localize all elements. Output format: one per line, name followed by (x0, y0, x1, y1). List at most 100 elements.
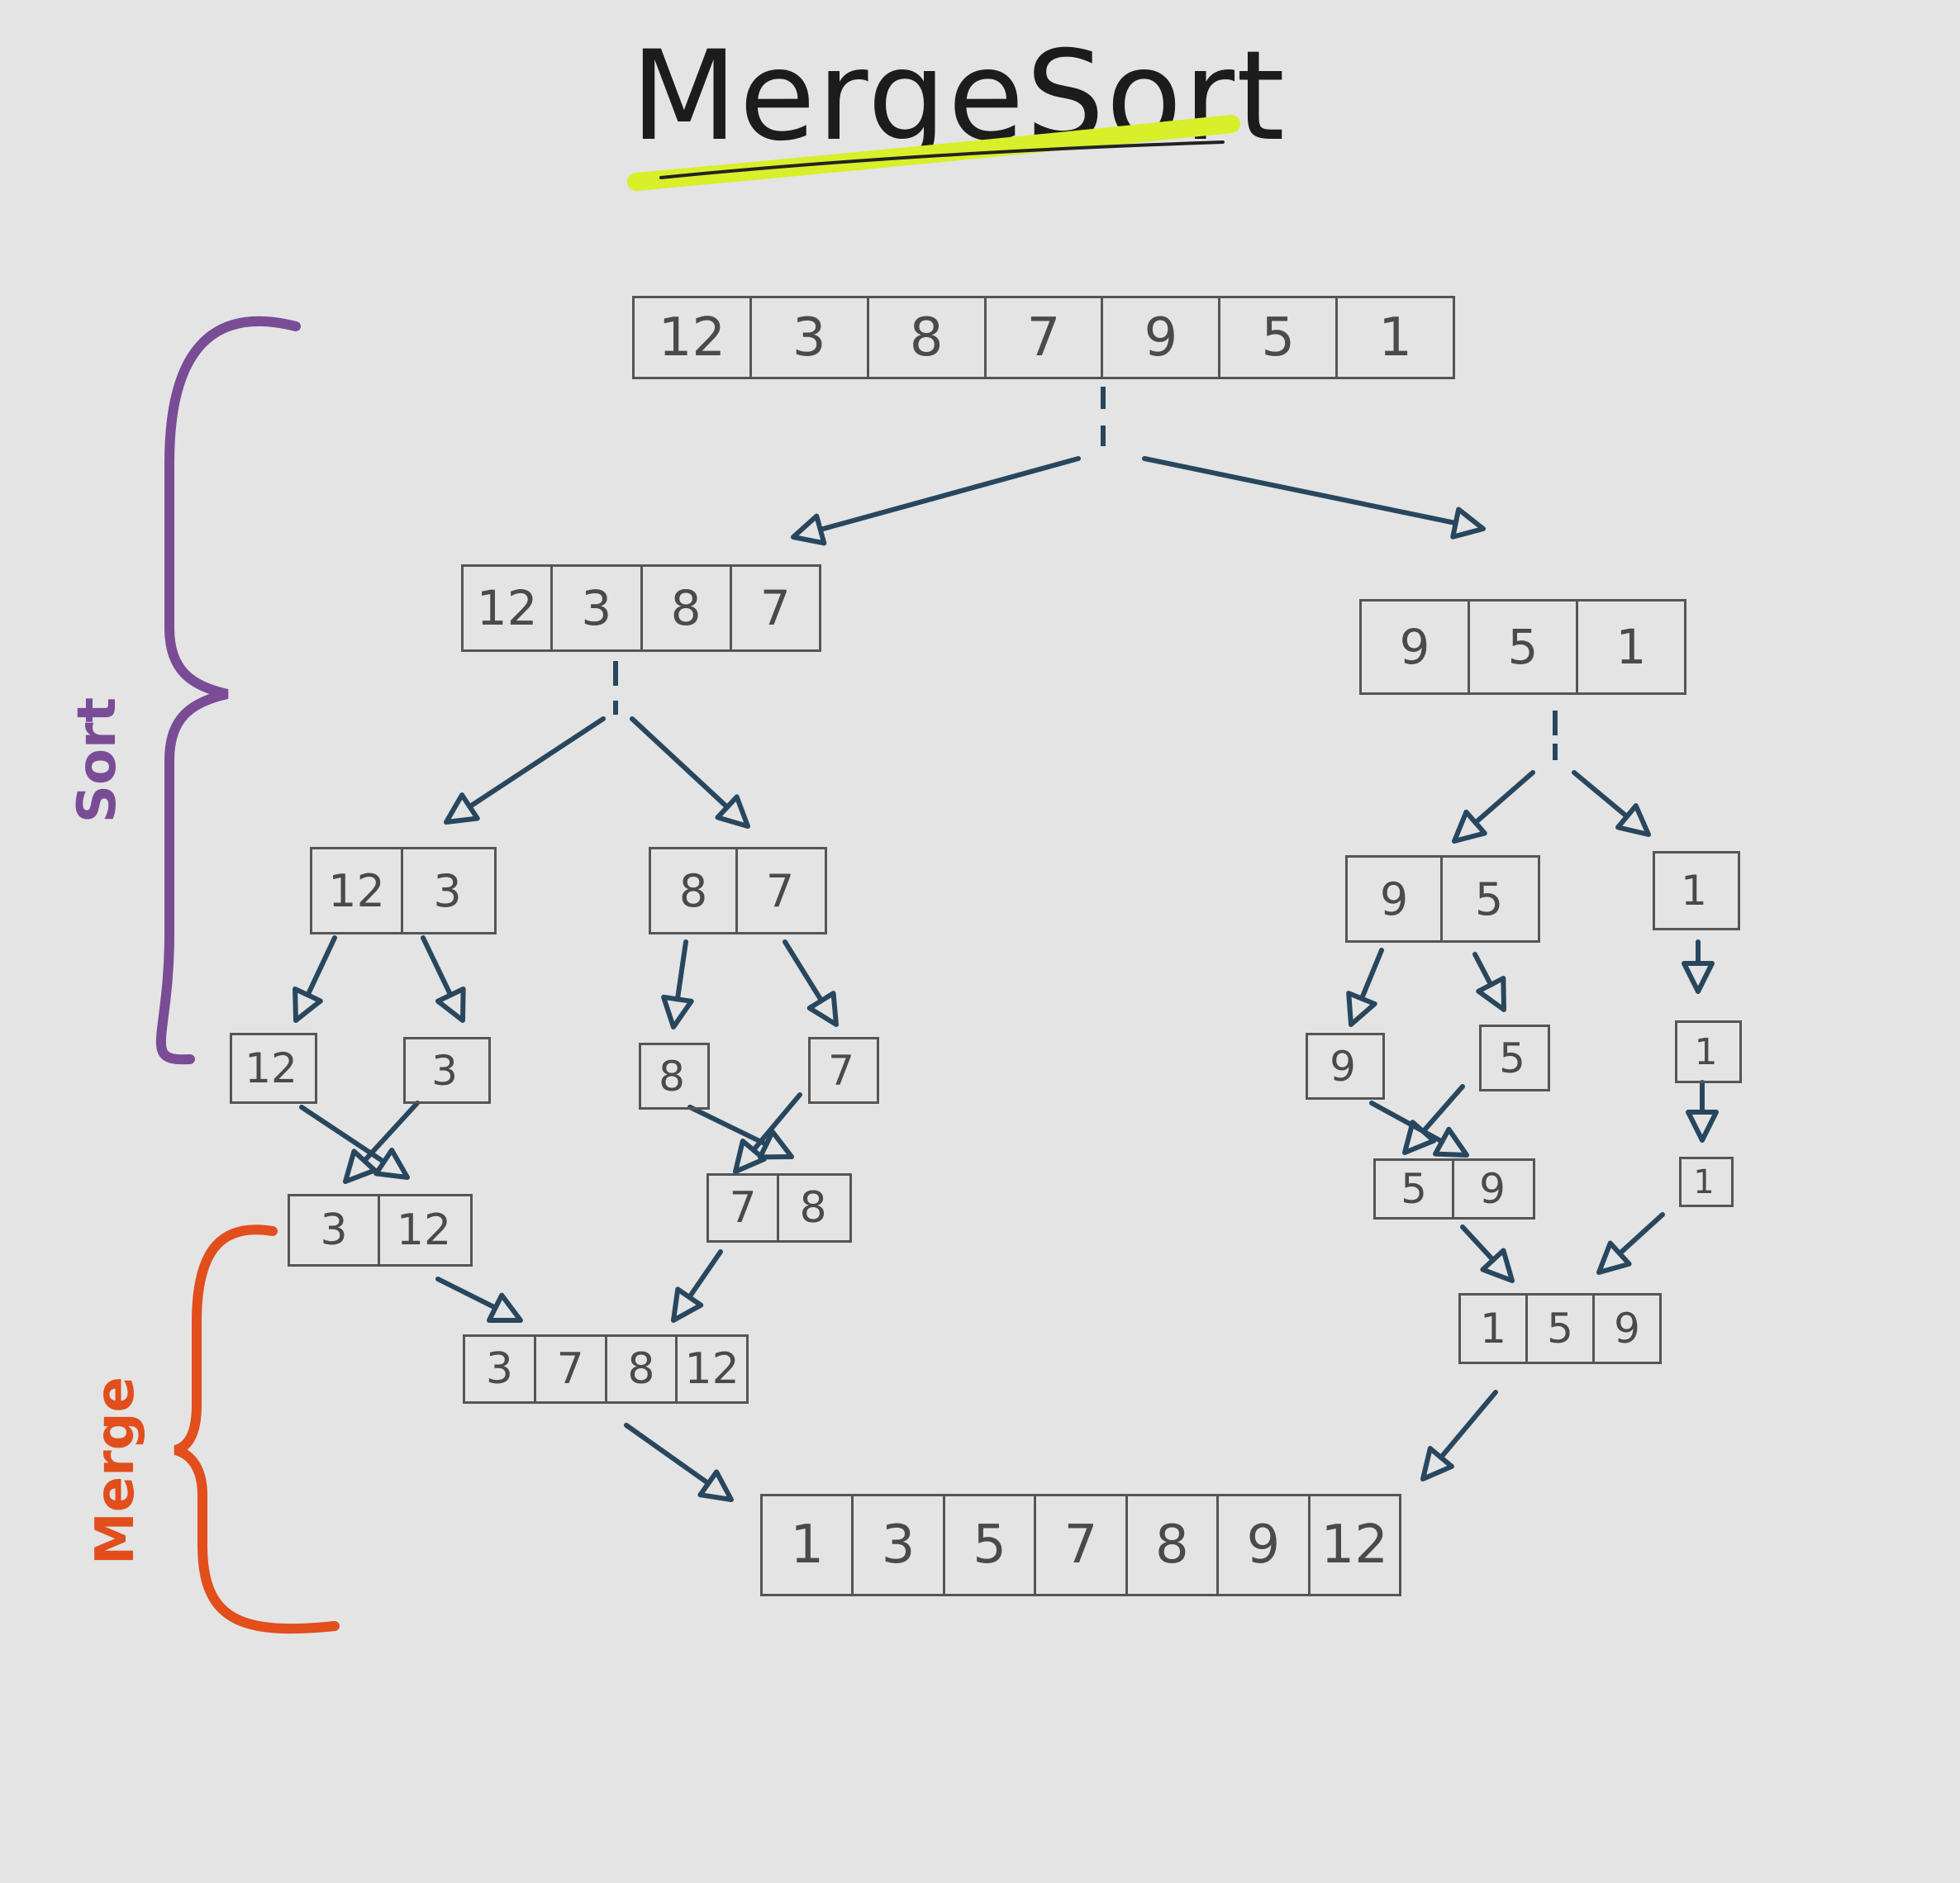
arrow-head-icon (806, 991, 839, 1027)
array-cell: 12 (396, 1205, 452, 1255)
array-cell: 7 (987, 298, 1104, 377)
arrow-head-icon (1346, 991, 1377, 1027)
arrow-shaft (1420, 1084, 1465, 1134)
array-cell: 3 (752, 298, 869, 377)
arrow-shaft (1572, 770, 1629, 820)
array-cell: 8 (799, 1183, 827, 1233)
arrow-shaft (1472, 770, 1535, 825)
array-s-8: 8 (639, 1043, 710, 1110)
arrow-head-icon (343, 1148, 378, 1184)
array-cell: 3 (854, 1496, 945, 1594)
arrow-shaft (750, 1092, 802, 1153)
array-s-9: 9 (1306, 1033, 1385, 1100)
array-s-5: 5 (1479, 1025, 1550, 1091)
arrow-head-icon (1420, 1446, 1454, 1481)
array-cell: 9 (1348, 858, 1443, 940)
arrow-shaft (687, 1249, 723, 1300)
arrow-head-icon (733, 1139, 767, 1174)
arrow-shaft (1358, 948, 1384, 1001)
arrow-head-icon (757, 1129, 794, 1160)
arrow-shaft (1142, 456, 1458, 526)
array-cell: 1 (763, 1496, 854, 1594)
array-cell: 9 (1103, 298, 1221, 377)
array-cell: 8 (869, 298, 987, 377)
arrow-shaft (1617, 1212, 1665, 1257)
array-cell: 7 (536, 1337, 607, 1401)
arrow-shaft (817, 456, 1081, 532)
array-cell: 5 (1474, 873, 1504, 925)
array-cell: 3 (465, 1337, 536, 1401)
array-cell: 5 (1470, 602, 1578, 692)
arrow-head-icon (791, 513, 827, 546)
array-cell: 1 (1694, 1030, 1718, 1073)
arrow-head-icon (697, 1469, 734, 1502)
array-cell: 7 (765, 864, 795, 917)
array-cell: 8 (643, 567, 732, 649)
array-cell: 8 (651, 849, 738, 932)
array-cell: 8 (1128, 1496, 1220, 1594)
array-cell: 12 (312, 849, 403, 932)
array-cell: 5 (1220, 298, 1339, 377)
arrow-layer (293, 456, 1719, 1502)
arrow-shaft (1438, 1390, 1498, 1460)
arrow-head-icon (1450, 506, 1486, 540)
array-cell: 12 (245, 1044, 297, 1092)
arrow-head-icon (373, 1148, 410, 1180)
arrow-head-icon (444, 792, 480, 825)
sort-label: Sort (67, 697, 128, 824)
array-cell: 9 (1362, 602, 1470, 692)
array-cell: 7 (1036, 1496, 1128, 1594)
arrow-head-icon (1433, 1126, 1469, 1158)
array-cell: 9 (1479, 1165, 1506, 1213)
arrow-shaft (467, 716, 606, 810)
arrow-head-icon (1615, 803, 1651, 837)
array-s-1b: 1 (1679, 1157, 1734, 1207)
arrow-shaft (1460, 1224, 1496, 1263)
array-s-12: 12 (230, 1033, 317, 1104)
array-s-7: 7 (808, 1037, 879, 1104)
array-cell: 7 (759, 580, 791, 636)
array-cell: 7 (709, 1176, 779, 1240)
array-cell: 7 (828, 1046, 854, 1095)
arrow-shaft (435, 1277, 498, 1310)
merge-brace (174, 1224, 340, 1634)
arrow-head-icon (671, 1286, 704, 1323)
array-cell: 12 (684, 1344, 740, 1394)
arrow-head-icon (1480, 1248, 1515, 1283)
array-cell: 12 (635, 298, 752, 377)
array-cell: 9 (1219, 1496, 1311, 1594)
arrow-shaft (624, 1423, 711, 1486)
arrow-head-icon (1596, 1240, 1632, 1275)
array-cell: 8 (659, 1052, 685, 1101)
title-underline (659, 140, 1225, 179)
array-cell: 3 (431, 1046, 458, 1095)
title-highlight (627, 115, 1240, 191)
array-cell: 8 (607, 1337, 678, 1401)
array-cell: 3 (290, 1196, 380, 1264)
array-r-b: 1 (1653, 851, 1740, 930)
array-cell: 1 (1461, 1296, 1528, 1362)
arrow-head-icon (1476, 975, 1506, 1012)
array-m-3-12: 3 12 (288, 1194, 473, 1267)
arrow-shaft (361, 1101, 420, 1163)
arrow-head-icon (715, 794, 750, 829)
sort-brace (155, 316, 301, 1065)
array-s-1a: 1 (1675, 1020, 1742, 1083)
merge-label: Merge (85, 1377, 146, 1565)
arrow-head-icon (1686, 1110, 1719, 1143)
array-cell: 1 (1378, 307, 1412, 369)
array-cell: 9 (1614, 1305, 1640, 1353)
arrow-head-icon (435, 986, 466, 1023)
array-cell: 5 (1376, 1161, 1454, 1217)
arrow-shaft (674, 939, 688, 1002)
